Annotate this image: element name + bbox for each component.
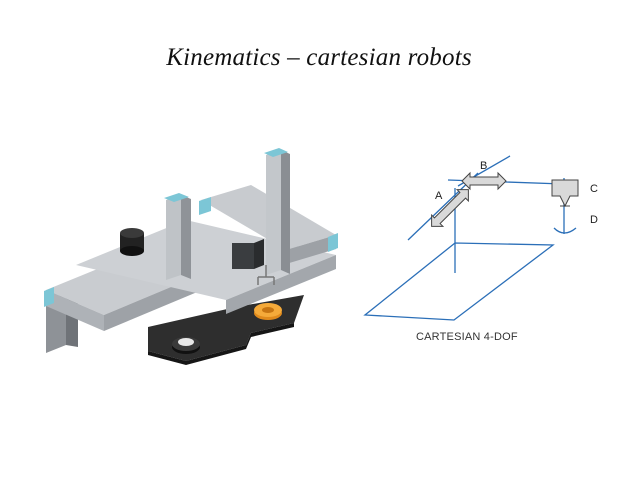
cartesian-4dof-diagram bbox=[363, 155, 579, 321]
middle-column bbox=[164, 193, 191, 280]
cartesian-robot-illustration bbox=[44, 148, 338, 365]
orange-gear bbox=[254, 303, 282, 320]
motor-block bbox=[232, 239, 264, 269]
motor bbox=[120, 228, 144, 256]
double-headed-arrow-icon bbox=[461, 171, 507, 191]
double-headed-arrow-icon bbox=[431, 189, 469, 227]
gripper bbox=[257, 265, 275, 285]
label-d: D bbox=[590, 214, 598, 226]
label-b: B bbox=[480, 160, 488, 172]
spindle-component bbox=[172, 337, 200, 354]
label-a: A bbox=[435, 190, 443, 202]
end-effector-icon bbox=[551, 179, 579, 208]
diagram-caption: CARTESIAN 4-DOF bbox=[416, 331, 518, 343]
z-axis-column bbox=[264, 148, 290, 275]
workspace-plane bbox=[363, 242, 555, 321]
label-c: C bbox=[590, 183, 598, 195]
rotation-arc bbox=[553, 227, 577, 234]
slide-title: Kinematics – cartesian robots bbox=[166, 44, 472, 71]
